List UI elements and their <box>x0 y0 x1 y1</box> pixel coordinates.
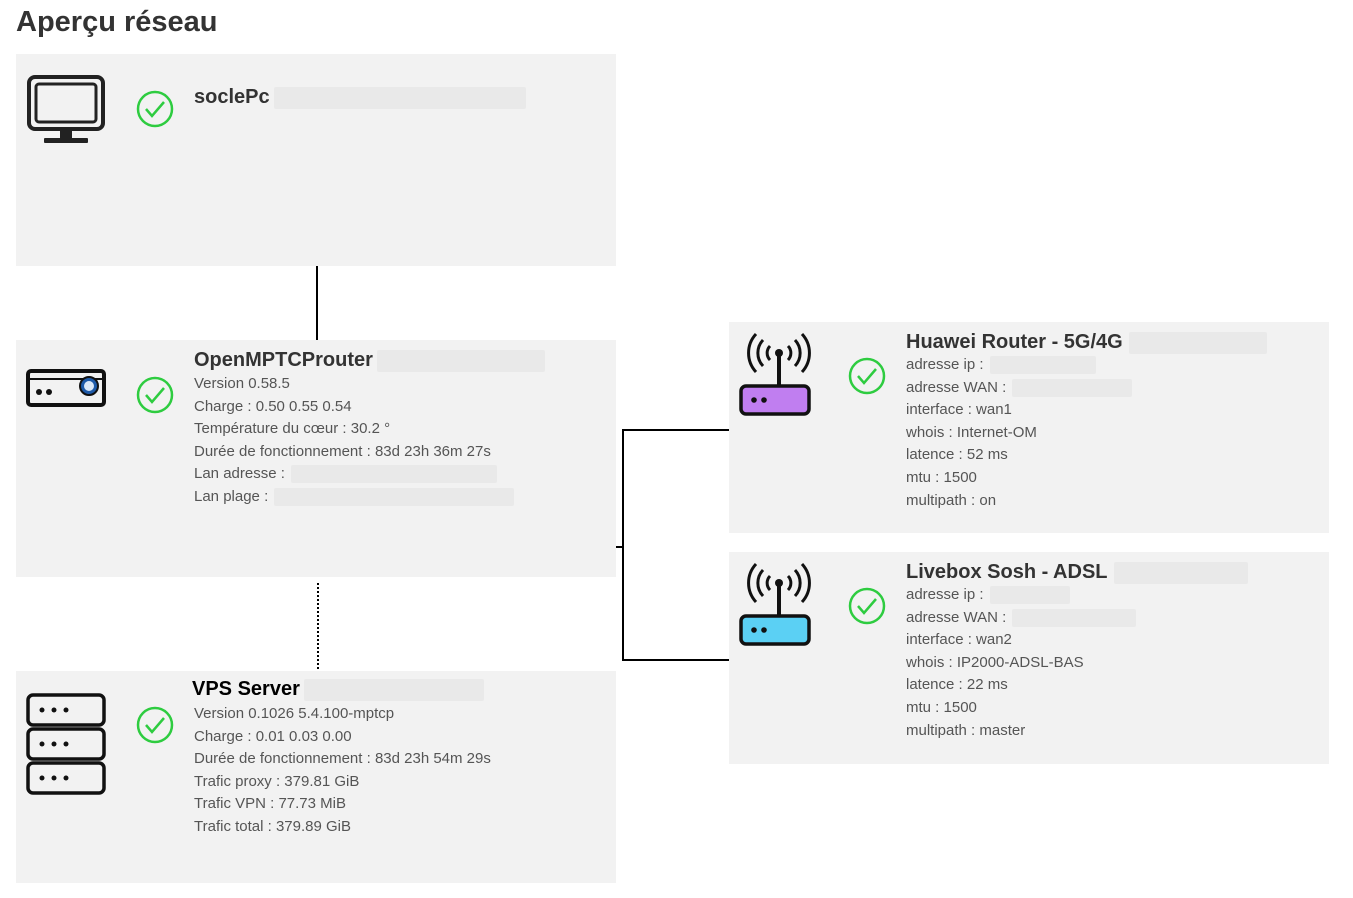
lan-range-text: Lan plage : <box>194 487 269 505</box>
ip-text: adresse ip : <box>906 586 984 603</box>
wan-row: adresse WAN : <box>906 377 1133 400</box>
node-name: OpenMPTCProuter <box>194 349 545 372</box>
wifi-router-icon <box>737 330 821 418</box>
ip-row: adresse ip : <box>906 584 1136 607</box>
page-title: Aperçu réseau <box>16 6 218 38</box>
status-ok-icon <box>848 587 886 625</box>
node-details: Version 0.58.5 Charge : 0.50 0.55 0.54 T… <box>194 373 515 509</box>
node-name-text: Huawei Router - 5G/4G <box>906 331 1123 353</box>
total-traffic-text: Trafic total : 379.89 GiB <box>194 817 352 835</box>
redacted-text <box>1012 608 1137 627</box>
node-name: Huawei Router - 5G/4G <box>906 331 1267 354</box>
lan-address-row: Lan adresse : <box>194 463 514 486</box>
redacted-text <box>989 586 1070 605</box>
redacted-text <box>1113 561 1248 584</box>
latency-text: latence : 52 ms <box>906 446 1008 464</box>
status-ok-icon <box>136 706 174 744</box>
vpn-traffic-text: Trafic VPN : 77.73 MiB <box>194 795 346 813</box>
version-text: Version 0.58.5 <box>194 375 290 392</box>
status-ok-icon <box>136 376 174 414</box>
node-name: soclePc <box>194 86 526 109</box>
redacted-text <box>274 488 515 506</box>
lan-range-row: Lan plage : <box>194 486 515 509</box>
node-name-text: Livebox Sosh - ADSL <box>906 561 1108 583</box>
charge-text: Charge : 0.01 0.03 0.00 <box>194 727 352 745</box>
node-card-pc[interactable]: soclePc <box>16 54 616 266</box>
wan-row: adresse WAN : <box>906 607 1137 630</box>
monitor-icon <box>26 74 106 146</box>
mtu-text: mtu : 1500 <box>906 468 977 486</box>
interface-text: interface : wan1 <box>906 401 1012 419</box>
whois-text: whois : IP2000-ADSL-BAS <box>906 653 1084 671</box>
node-details: adresse ip : adresse WAN : interface : w… <box>906 354 1133 512</box>
redacted-text <box>989 356 1096 375</box>
node-card-wan1[interactable]: Huawei Router - 5G/4G adresse ip : adres… <box>729 322 1329 533</box>
node-name: Livebox Sosh - ADSL <box>906 561 1248 584</box>
wan-address-text: adresse WAN : <box>906 608 1007 626</box>
redacted-text <box>290 465 497 484</box>
lan-address-text: Lan adresse : <box>194 465 285 483</box>
router-box-icon <box>26 366 106 410</box>
version-text: Version 0.1026 5.4.100-mptcp <box>194 705 395 722</box>
uptime-text: Durée de fonctionnement : 83d 23h 54m 29… <box>194 750 491 768</box>
link-router-wan1 <box>622 429 729 547</box>
redacted-text <box>273 86 526 109</box>
proxy-traffic-text: Trafic proxy : 379.81 GiB <box>194 772 360 790</box>
node-details: adresse ip : adresse WAN : interface : w… <box>906 584 1137 742</box>
redacted-text <box>1128 331 1267 354</box>
node-card-vps[interactable]: VPS Server Version 0.1026 5.4.100-mptcp … <box>16 671 616 883</box>
ip-row: adresse ip : <box>906 354 1132 377</box>
temperature-text: Température du cœur : 30.2 ° <box>194 420 391 438</box>
ip-text: adresse ip : <box>906 356 984 373</box>
interface-text: interface : wan2 <box>906 631 1012 649</box>
status-ok-icon <box>136 90 174 128</box>
wan-address-text: adresse WAN : <box>906 378 1007 396</box>
latency-text: latence : 22 ms <box>906 676 1008 694</box>
whois-text: whois : Internet-OM <box>906 423 1037 441</box>
uptime-text: Durée de fonctionnement : 83d 23h 36m 27… <box>194 442 491 460</box>
node-card-wan2[interactable]: Livebox Sosh - ADSL adresse ip : adresse… <box>729 552 1329 764</box>
redacted-text <box>1012 378 1133 397</box>
node-details: Version 0.1026 5.4.100-mptcp Charge : 0.… <box>194 703 491 839</box>
server-icon <box>26 693 106 797</box>
redacted-text <box>303 678 484 701</box>
node-name-text: OpenMPTCProuter <box>194 349 373 371</box>
status-ok-icon <box>848 357 886 395</box>
node-name-text: VPS Server <box>192 678 300 700</box>
multipath-text: multipath : on <box>906 491 997 509</box>
mtu-text: mtu : 1500 <box>906 698 977 716</box>
redacted-text <box>376 349 545 372</box>
node-card-router[interactable]: OpenMPTCProuter Version 0.58.5 Charge : … <box>16 340 616 577</box>
node-name-text: soclePc <box>194 86 270 108</box>
link-router-wan2 <box>622 547 731 661</box>
charge-text: Charge : 0.50 0.55 0.54 <box>194 397 352 415</box>
multipath-text: multipath : master <box>906 721 1026 739</box>
wifi-router-icon <box>737 560 821 648</box>
node-name: VPS Server <box>192 678 484 701</box>
